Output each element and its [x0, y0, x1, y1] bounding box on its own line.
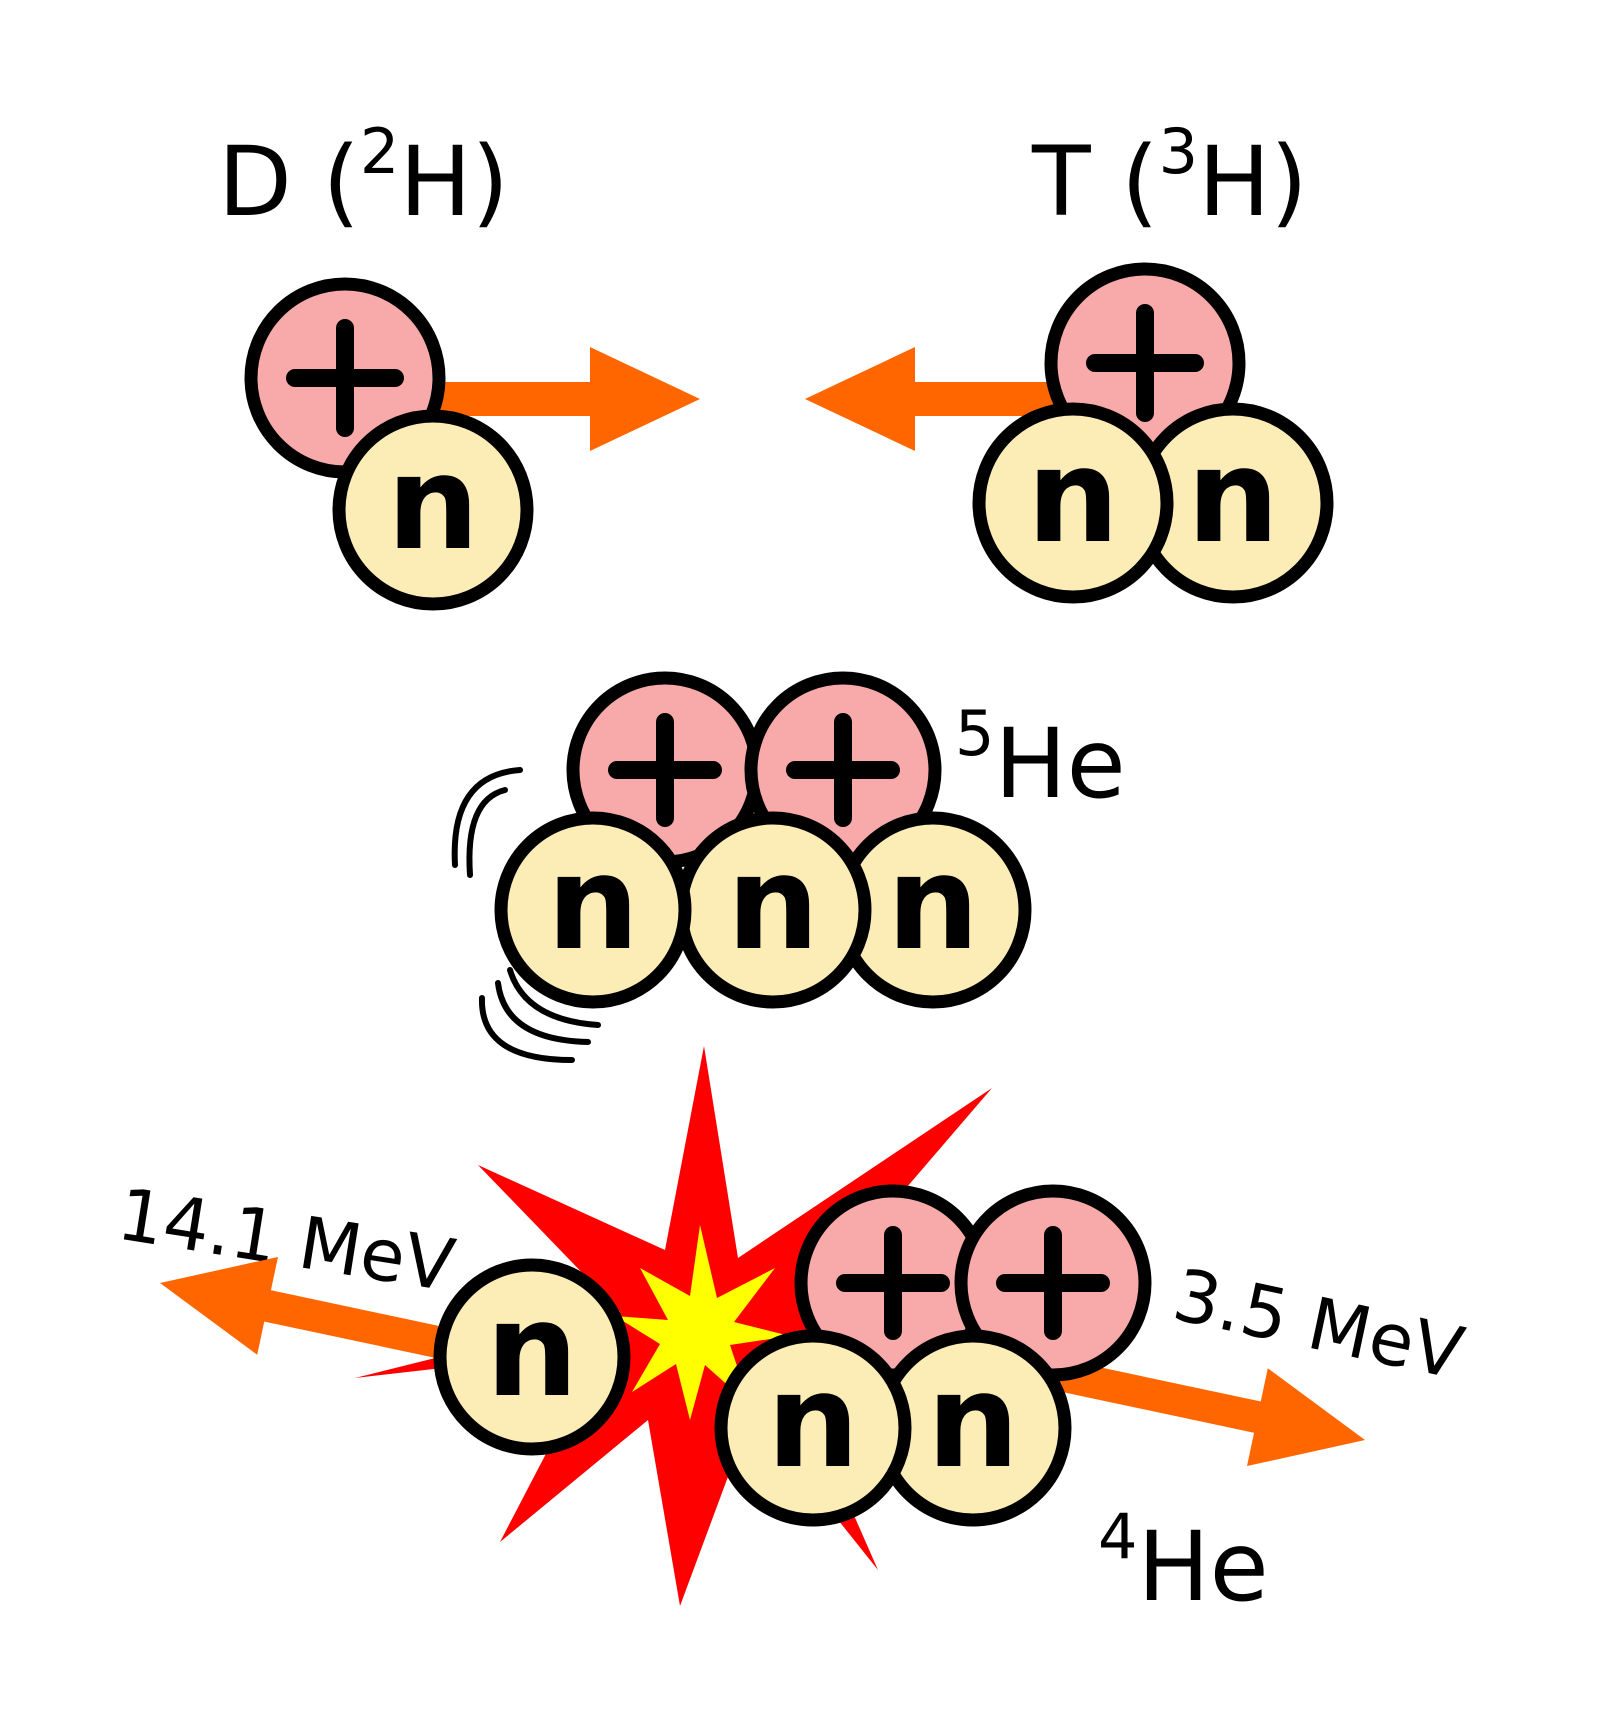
svg-text:n: n	[1187, 420, 1280, 572]
neutron: n	[494, 811, 692, 1009]
deuterium-arrow	[430, 347, 700, 451]
deuterium-group: D (2H) n	[218, 115, 700, 611]
helium-energy-label: 3.5 MeV	[1166, 1252, 1470, 1395]
helium-arrow	[1038, 1355, 1365, 1467]
neutron: n	[714, 1329, 912, 1527]
neutron: n	[332, 409, 534, 611]
deuterium-label: D (2H)	[218, 115, 509, 238]
tritium-arrow	[805, 347, 1060, 451]
explosion-burst	[355, 1046, 992, 1606]
neutron: n	[972, 402, 1174, 604]
vibration-marks-lower	[478, 967, 601, 1063]
products-group: 14.1 MeV 3.5 MeV n	[112, 1046, 1471, 1623]
tritium-label: T (3H)	[1031, 115, 1308, 238]
helium4-nucleus: n n	[714, 1184, 1152, 1527]
tritium-group: T (3H) n n	[805, 115, 1334, 604]
helium4-label: 4He	[1098, 1500, 1269, 1623]
svg-text:n: n	[486, 1274, 579, 1426]
neutron: n	[674, 811, 872, 1009]
helium5-group: 5He n n n	[451, 671, 1126, 1063]
svg-text:n: n	[767, 1345, 860, 1497]
svg-text:n: n	[547, 827, 640, 979]
svg-text:n: n	[887, 827, 980, 979]
vibration-marks-upper	[451, 767, 523, 878]
svg-text:n: n	[727, 827, 820, 979]
svg-text:n: n	[387, 427, 480, 579]
svg-text:n: n	[1027, 420, 1120, 572]
neutron-energy-label: 14.1 MeV	[112, 1172, 460, 1308]
helium5-label: 5He	[955, 697, 1126, 820]
neutron: n	[433, 1258, 631, 1456]
svg-text:n: n	[927, 1345, 1020, 1497]
